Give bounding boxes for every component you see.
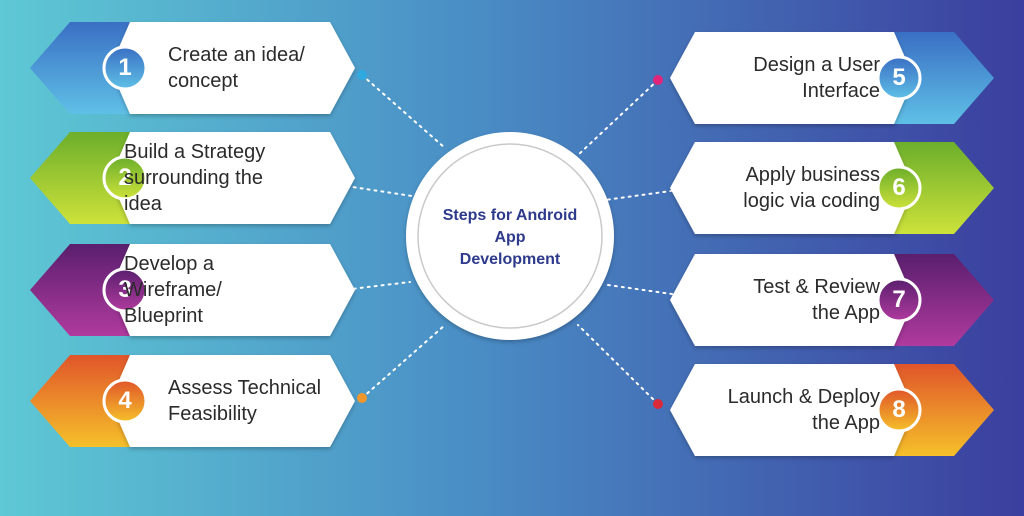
- step-number: 3: [118, 276, 132, 303]
- step-card: [670, 142, 914, 234]
- step-label-line: idea: [124, 193, 162, 215]
- connector-line: [577, 324, 659, 405]
- connector-line: [577, 79, 659, 156]
- step-label-line: surrounding the: [124, 167, 263, 189]
- connector-line: [361, 324, 446, 399]
- step-number: 2: [118, 164, 132, 191]
- step-card: [670, 364, 914, 456]
- step-card: [670, 32, 914, 124]
- step-card: [110, 244, 355, 336]
- step-number: 1: [118, 54, 132, 81]
- step-number-badge: [876, 387, 922, 433]
- step-label: Build a Strategy surrounding the idea: [124, 139, 265, 217]
- step-label-line: the App: [812, 412, 880, 434]
- step-label-line: Interface: [802, 80, 880, 102]
- step-card: [110, 22, 355, 114]
- step-card: [110, 355, 355, 447]
- step-label-line: concept: [168, 70, 239, 92]
- step-number-badge: [876, 277, 922, 323]
- connector-dot: [357, 393, 367, 403]
- step-card: [670, 254, 914, 346]
- step-label: Apply business logic via coding: [743, 162, 880, 214]
- connector-dot: [653, 399, 663, 409]
- step-label-line: Feasibility: [168, 403, 257, 425]
- connector-dot: [357, 70, 367, 80]
- step-label: Create an idea/concept: [168, 42, 305, 94]
- connector-line: [361, 74, 446, 149]
- step-label-line: the App: [812, 302, 880, 324]
- step-card: [110, 132, 355, 224]
- step-cards: [30, 22, 994, 456]
- step-number-badge: [102, 267, 148, 313]
- step-number: 4: [118, 387, 132, 414]
- connector-dot: [653, 75, 663, 85]
- step-number: 6: [892, 174, 906, 201]
- step-number-badge: [876, 165, 922, 211]
- step-label-line: Apply business: [745, 164, 880, 186]
- step-number-badge: [102, 45, 148, 91]
- step-label-line: Test & Review: [753, 276, 880, 298]
- step-label-line: Assess Technical: [168, 377, 322, 399]
- step-label-line: Develop a: [124, 253, 215, 275]
- step-label-line: logic via coding: [743, 190, 880, 212]
- center-circle: [406, 132, 614, 340]
- step-number-badge: [102, 378, 148, 424]
- step-number: 8: [892, 396, 906, 423]
- step-label-line: Create an idea/: [168, 44, 305, 66]
- center-inner-ring: [417, 143, 603, 329]
- step-number: 5: [892, 64, 906, 91]
- step-label-line: Build a Strategy: [124, 141, 266, 163]
- step-number-badge: [102, 155, 148, 201]
- step-label: Develop a Wireframe/Blueprint: [124, 251, 222, 329]
- center-title-line: Steps for Android: [442, 207, 578, 224]
- center-title: Steps for Android App Development: [425, 205, 595, 271]
- center-title-line: App: [494, 229, 526, 246]
- step-label-line: Launch & Deploy: [727, 386, 880, 408]
- step-label-line: Blueprint: [124, 305, 203, 327]
- step-label-line: Design a User: [753, 54, 880, 76]
- step-label: Launch & Deploy the App: [728, 384, 880, 436]
- step-number-badge: [876, 55, 922, 101]
- center-title-line: Development: [459, 251, 561, 268]
- step-number: 7: [892, 286, 906, 313]
- step-label: Test & Review the App: [753, 274, 880, 326]
- step-label-line: Wireframe/: [124, 279, 222, 301]
